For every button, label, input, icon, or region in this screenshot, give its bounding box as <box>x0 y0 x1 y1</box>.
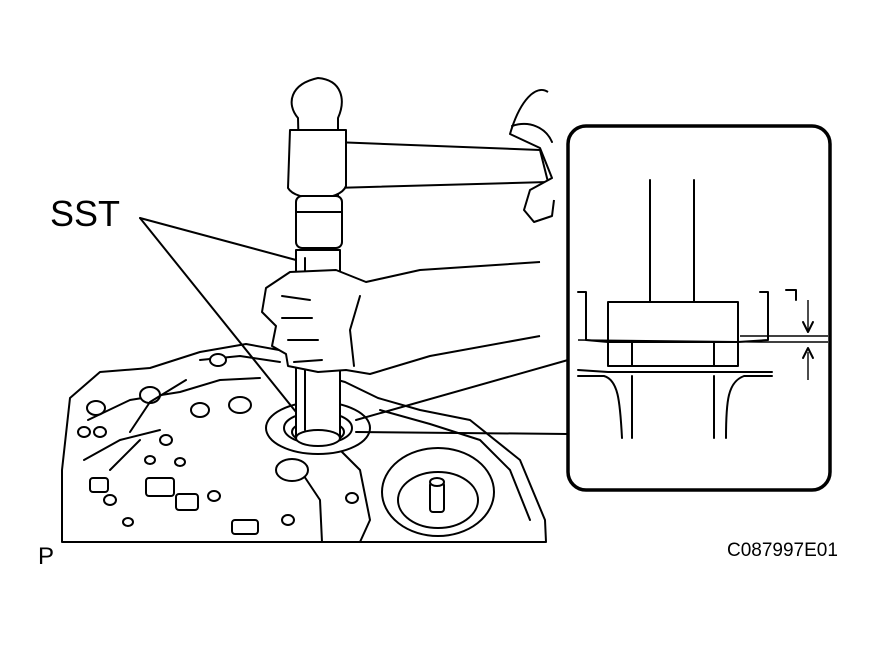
gripping-hand <box>261 261 541 375</box>
inset-leaders <box>355 359 569 435</box>
hammer-hand <box>509 89 555 223</box>
sst-label: SST <box>50 193 121 234</box>
corner-mark: P <box>38 543 55 570</box>
figure-id: C087997E01 <box>727 540 838 561</box>
sst-leaders <box>139 217 297 413</box>
hammer <box>287 77 549 249</box>
detail-inset <box>566 124 832 492</box>
